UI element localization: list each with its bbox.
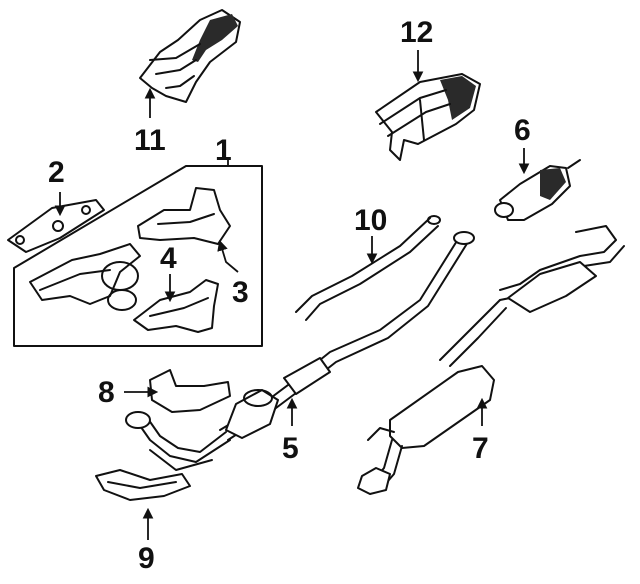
callout-10-label: 10 (354, 204, 387, 237)
front-y-pipe (125, 411, 231, 471)
callout-9-label: 9 (138, 542, 155, 575)
part-2-gasket (7, 199, 105, 253)
callout-1-label: 1 (215, 134, 232, 167)
part-6-catalytic-converter (494, 159, 581, 221)
callout-5-label: 5 (282, 432, 299, 465)
part-9-shield (95, 469, 191, 501)
callout-4-label: 4 (160, 242, 177, 275)
callout-6-label: 6 (514, 114, 531, 147)
callout-3-arrow (217, 239, 239, 273)
part-4-heat-shield (133, 279, 219, 333)
callout-labels: 1 2 3 4 5 6 7 8 9 10 11 12 (48, 16, 531, 575)
callout-8-label: 8 (98, 376, 115, 409)
part-3-heat-shield (137, 187, 231, 245)
callout-lines (54, 50, 530, 540)
part-8-bracket (149, 369, 231, 413)
callout-12-label: 12 (400, 16, 433, 49)
callout-3-label: 3 (232, 276, 249, 309)
part-11-heat-shield (139, 9, 241, 103)
part-7-muffler (357, 225, 625, 495)
callout-7-label: 7 (472, 432, 489, 465)
callout-11-label: 11 (134, 124, 166, 157)
part-5-intermediate-pipe (219, 231, 475, 441)
exhaust-manifold (29, 243, 141, 311)
part-12-heat-shield (375, 73, 481, 161)
group-1-box (13, 165, 263, 347)
part-10-pipe (295, 215, 441, 321)
callout-2-label: 2 (48, 156, 65, 189)
